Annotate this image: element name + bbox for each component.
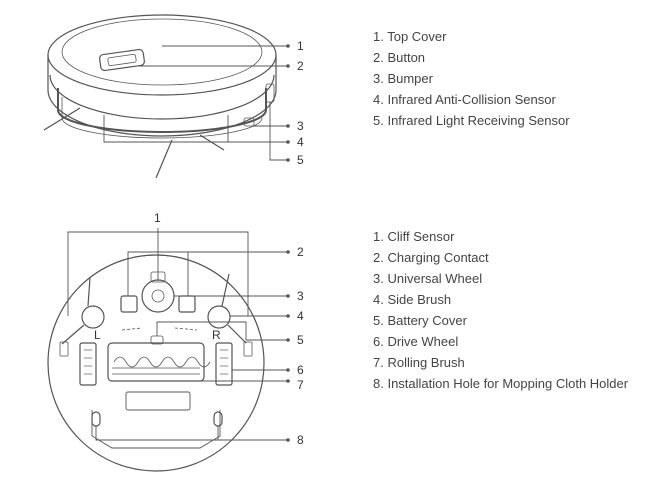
bottom-callout-2: 2 (297, 245, 304, 259)
legend-item: 1. Top Cover (373, 29, 447, 44)
universal-wheel (141, 279, 175, 313)
mopping-hole-left (91, 411, 101, 427)
bottom-callout-7: 7 (297, 378, 304, 392)
side-brush-left (61, 277, 105, 345)
legend-item: 1. Cliff Sensor (373, 229, 455, 244)
top-callout-3: 3 (297, 119, 304, 133)
left-wheel-label: L (94, 328, 101, 342)
top-callout-4: 4 (297, 135, 304, 149)
right-wheel-label: R (212, 328, 221, 342)
bottom-callout-8: 8 (297, 433, 304, 447)
top-view-legend: 1. Top Cover 2. Button 3. Bumper 4. Infr… (373, 26, 570, 131)
legend-item: 3. Bumper (373, 71, 433, 86)
legend-item: 4. Infrared Anti-Collision Sensor (373, 92, 556, 107)
mopping-hole-right (213, 411, 223, 427)
legend-item: 2. Charging Contact (373, 250, 489, 265)
legend-item: 5. Battery Cover (373, 313, 467, 328)
legend-item: 7. Rolling Brush (373, 355, 465, 370)
button (99, 48, 145, 72)
bottom-callout-5: 5 (297, 333, 304, 347)
legend-item: 3. Universal Wheel (373, 271, 483, 286)
top-callout-5: 5 (297, 153, 304, 167)
leader-dots (286, 44, 290, 442)
bottom-view-robot (47, 228, 288, 472)
bottom-callout-4: 4 (297, 309, 304, 323)
top-callout-1: 1 (297, 39, 304, 53)
rolling-brush (107, 342, 205, 382)
charging-contact-right (178, 295, 196, 313)
top-callout-2: 2 (297, 59, 304, 73)
drive-wheel-left (79, 342, 97, 386)
legend-item: 8. Installation Hole for Mopping Cloth H… (373, 376, 629, 391)
charging-contact-left (120, 295, 138, 313)
bottom-callout-6: 6 (297, 363, 304, 377)
legend-item: 4. Side Brush (373, 292, 452, 307)
top-cover (47, 14, 277, 96)
bumper (57, 88, 267, 133)
legend-item: 2. Button (373, 50, 426, 65)
side-brush-right (207, 273, 247, 344)
bottom-callout-3: 3 (297, 289, 304, 303)
legend-item: 5. Infrared Light Receiving Sensor (373, 113, 570, 128)
bottom-callout-1: 1 (154, 211, 161, 225)
top-view-robot (43, 14, 288, 179)
legend-item: 6. Drive Wheel (373, 334, 459, 349)
drive-wheel-right (215, 342, 233, 386)
bottom-view-legend: 1. Cliff Sensor 2. Charging Contact 3. U… (373, 226, 628, 394)
